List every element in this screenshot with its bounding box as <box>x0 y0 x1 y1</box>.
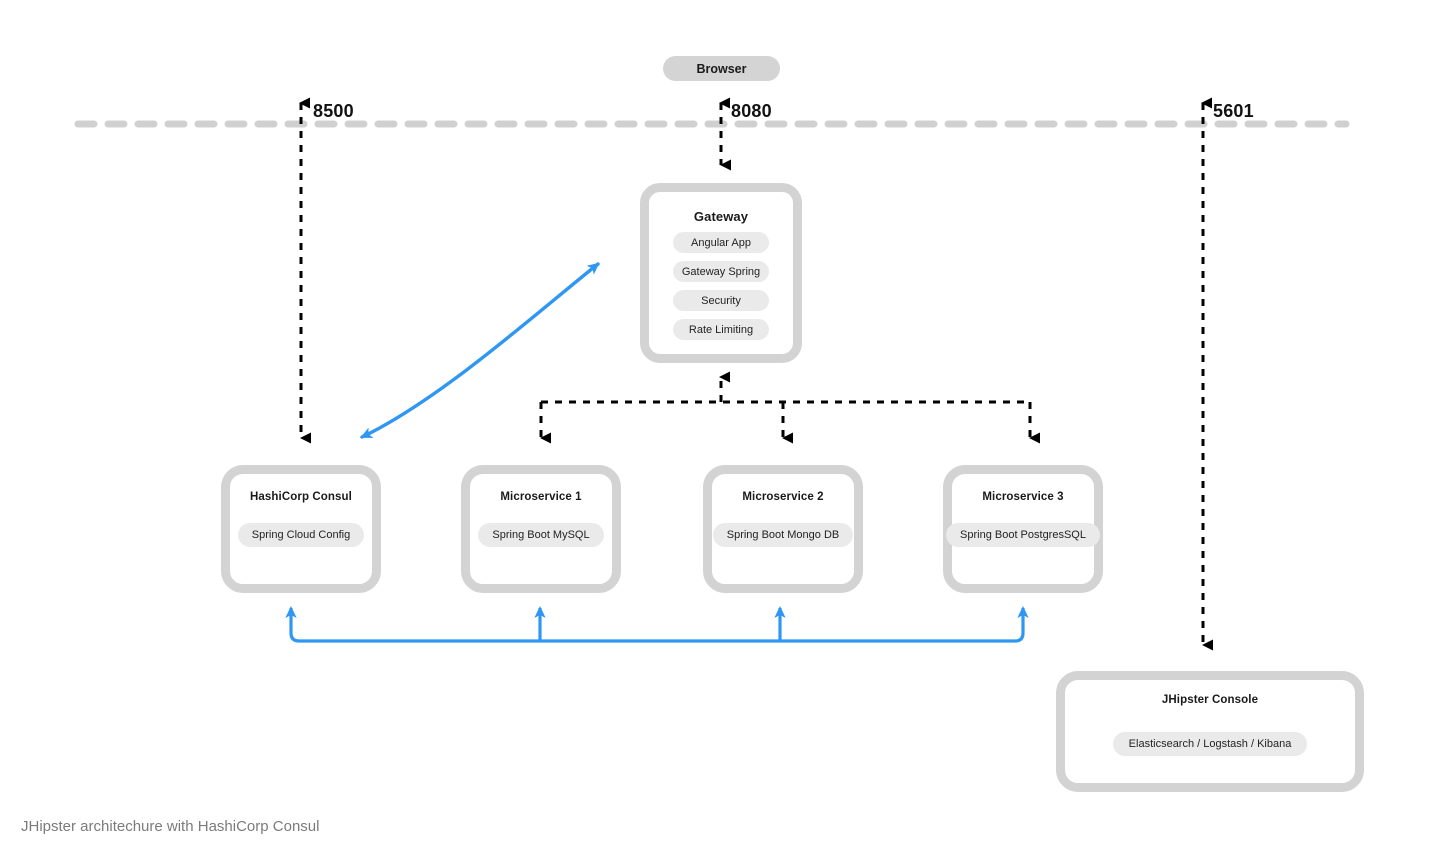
diagram-caption: JHipster architechure with HashiCorp Con… <box>21 818 320 835</box>
microservice-3-title: Microservice 3 <box>982 491 1064 503</box>
microservice-1-component[interactable]: Spring Boot MySQL <box>478 523 604 547</box>
microservice-3-node[interactable]: Microservice 3 Spring Boot PostgresSQL <box>943 465 1103 593</box>
browser-label: Browser <box>696 61 747 76</box>
microservice-2-component[interactable]: Spring Boot Mongo DB <box>712 523 854 547</box>
gateway-node[interactable]: Gateway Angular App Gateway Spring Secur… <box>640 183 802 363</box>
port-label-8080: 8080 <box>731 101 772 121</box>
hashicorp-consul-component[interactable]: Spring Cloud Config <box>237 523 365 547</box>
connector-gateway-microservices-bus <box>539 371 1040 444</box>
jhipster-console-title: JHipster Console <box>1161 694 1259 706</box>
microservice-2-title: Microservice 2 <box>742 491 824 503</box>
jhipster-console-component[interactable]: Elasticsearch / Logstash / Kibana <box>1112 732 1308 756</box>
microservice-1-title: Microservice 1 <box>500 491 582 503</box>
gateway-component-rate-limiting[interactable]: Rate Limiting <box>673 319 769 340</box>
gateway-component-angular-app[interactable]: Angular App <box>673 232 769 253</box>
hashicorp-consul-node[interactable]: HashiCorp Consul Spring Cloud Config <box>221 465 381 593</box>
jhipster-console-node[interactable]: JHipster Console Elasticsearch / Logstas… <box>1056 671 1364 792</box>
connector-service-registration-bus <box>285 606 1029 643</box>
gateway-title: Gateway <box>693 209 749 224</box>
port-label-8500: 8500 <box>313 101 354 121</box>
microservice-3-component[interactable]: Spring Boot PostgresSQL <box>946 523 1100 547</box>
browser-node[interactable]: Browser <box>663 56 780 81</box>
port-label-5601: 5601 <box>1213 101 1254 121</box>
hashicorp-consul-title: HashiCorp Consul <box>250 491 352 503</box>
microservice-2-node[interactable]: Microservice 2 Spring Boot Mongo DB <box>703 465 863 593</box>
connector-consul-gateway-curve <box>360 262 600 439</box>
microservice-1-node[interactable]: Microservice 1 Spring Boot MySQL <box>461 465 621 593</box>
gateway-component-gateway-spring[interactable]: Gateway Spring <box>673 261 769 282</box>
gateway-component-security[interactable]: Security <box>673 290 769 311</box>
